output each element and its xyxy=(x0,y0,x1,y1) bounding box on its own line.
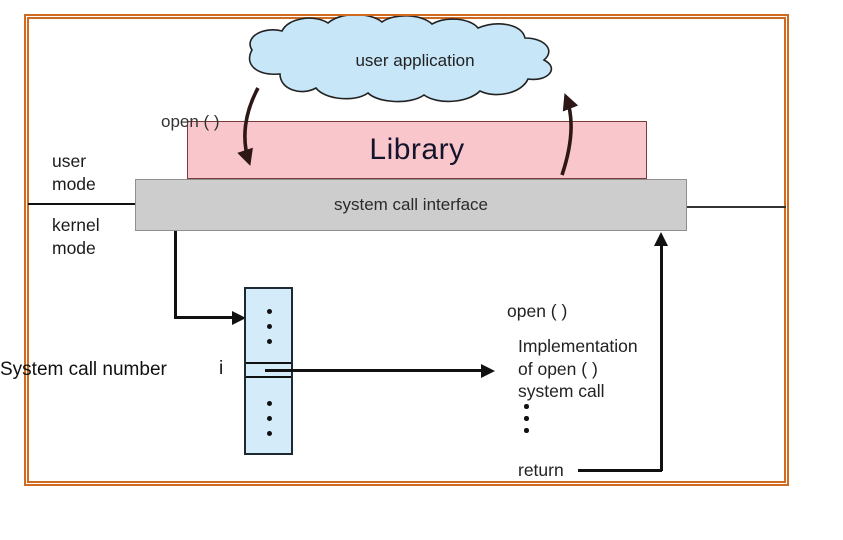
syscall-table-row-i xyxy=(246,362,291,378)
kernel-mode-label: kernel mode xyxy=(52,215,100,258)
syscall-index-label: i xyxy=(219,358,224,379)
bar-to-table-arrowhead-icon xyxy=(232,310,246,325)
return-up-arrow-icon xyxy=(560,93,579,176)
system-call-interface-bar: system call interface xyxy=(135,179,687,231)
bar-to-table-line-horizontal xyxy=(174,316,232,319)
system-call-interface-label: system call interface xyxy=(334,195,488,214)
return-line-vertical xyxy=(660,243,663,471)
curved-arrows xyxy=(237,87,579,176)
user-application-cloud xyxy=(248,16,553,103)
call-down-arrow-icon xyxy=(237,87,260,166)
return-label: return xyxy=(518,460,564,480)
row-to-impl-line xyxy=(265,369,482,372)
open-call-label-user: open ( ) xyxy=(161,112,220,131)
open-call-label-kernel: open ( ) xyxy=(507,301,568,321)
return-arrowhead-icon xyxy=(654,232,668,246)
row-to-impl-arrowhead-icon xyxy=(481,363,495,378)
ellipsis-dots-impl-icon xyxy=(524,404,530,440)
implementation-label: Implementation of open ( ) system call xyxy=(518,336,638,401)
user-mode-label: user mode xyxy=(52,151,96,194)
bar-to-table-line-vertical xyxy=(174,231,177,319)
return-line-horizontal xyxy=(578,469,662,472)
cloud-shape xyxy=(248,16,553,103)
library-label: Library xyxy=(369,133,465,166)
syscall-number-label: System call number xyxy=(0,359,167,380)
mode-divider-line-left xyxy=(28,203,135,205)
cloud-label: user application xyxy=(355,51,475,70)
mode-divider-line-right xyxy=(687,206,786,208)
